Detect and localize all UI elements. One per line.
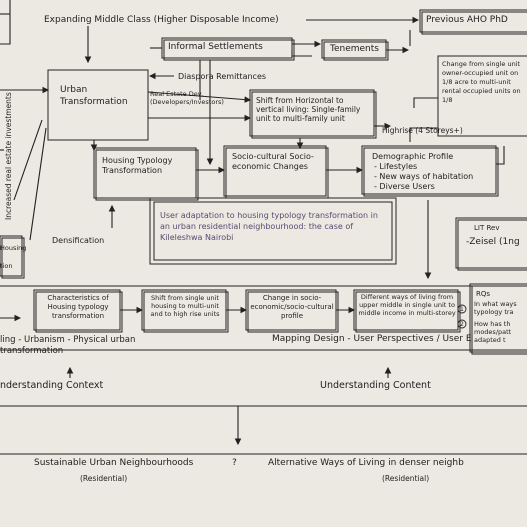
node-informal-settlements: Informal Settlements	[168, 42, 263, 52]
label-question-mark: ?	[232, 458, 237, 468]
label-ling-urbanism: ling - Urbanism - Physical urban transfo…	[0, 335, 136, 356]
node-tenements: Tenements	[330, 44, 379, 54]
research-title: User adaptation to housing typology tran…	[160, 211, 378, 242]
node-real-estate-dev: Real Estate Dev. (Developers/Investors)	[150, 90, 224, 106]
node-increased-real-estate: Increased real estate investments	[4, 92, 13, 220]
node-expanding-middle-class: Expanding Middle Class (Higher Disposabl…	[44, 15, 279, 25]
label-sustainable-neighbourhoods: Sustainable Urban Neighbourhoods	[34, 458, 194, 468]
node-shift-single-multi: Shift from single unit housing to multi-…	[150, 294, 220, 318]
rq-number-2: 2	[460, 321, 464, 328]
node-diaspora-remittances: Diaspora Remittances	[178, 72, 267, 81]
node-different-ways-living: Different ways of living from upper midd…	[358, 293, 456, 317]
node-rq2: How has th modes/patt adapted t	[474, 320, 512, 344]
node-housing-typology-transformation: Housing Typology Transformation	[102, 156, 173, 175]
label-understanding-content: Understanding Content	[320, 380, 431, 391]
node-demographic-profile: Demographic Profile	[372, 152, 454, 161]
label-mapping-design: Mapping Design - User Perspectives / Use…	[272, 334, 472, 344]
rq-number-1: 1	[460, 306, 464, 313]
node-diverse-users: - Diverse Users	[374, 182, 435, 191]
node-rqs: RQs	[476, 290, 491, 298]
node-urban-transformation: Urban Transformation	[60, 85, 128, 107]
node-left-tion: tion	[0, 262, 13, 270]
node-highrise: Highrise (4 Storeys+)	[382, 126, 463, 135]
node-socio-cultural-changes: Socio-cultural Socio-economic Changes	[232, 152, 314, 171]
node-densification: Densification	[52, 236, 105, 245]
label-residential-left: (Residential)	[80, 474, 128, 483]
label-alternative-ways: Alternative Ways of Living in denser nei…	[268, 458, 464, 468]
node-characteristics-housing: Characteristics of Housing typology tran…	[47, 294, 109, 320]
label-understanding-context: nderstanding Context	[0, 380, 104, 391]
node-rq1: In what ways typology tra	[474, 300, 517, 316]
node-change-socio-economic: Change in socio-economic/socio-cultural …	[250, 294, 334, 320]
node-zeisel: -Zeisel (1ng	[466, 237, 520, 247]
node-shift-horizontal-vertical: Shift from Horizontal to vertical living…	[256, 96, 361, 123]
node-left-housing: Housing	[0, 244, 27, 252]
node-lifestyles: - Lifestyles	[374, 162, 418, 171]
node-change-from-single: Change from single unit owner-occupied u…	[442, 60, 521, 104]
node-previous-aho-phd: Previous AHO PhD	[426, 15, 508, 25]
label-residential-right: (Residential)	[382, 474, 430, 483]
node-lit-rev: LIT Rev	[474, 224, 500, 232]
node-new-ways-habitation: - New ways of habitation	[374, 172, 474, 181]
